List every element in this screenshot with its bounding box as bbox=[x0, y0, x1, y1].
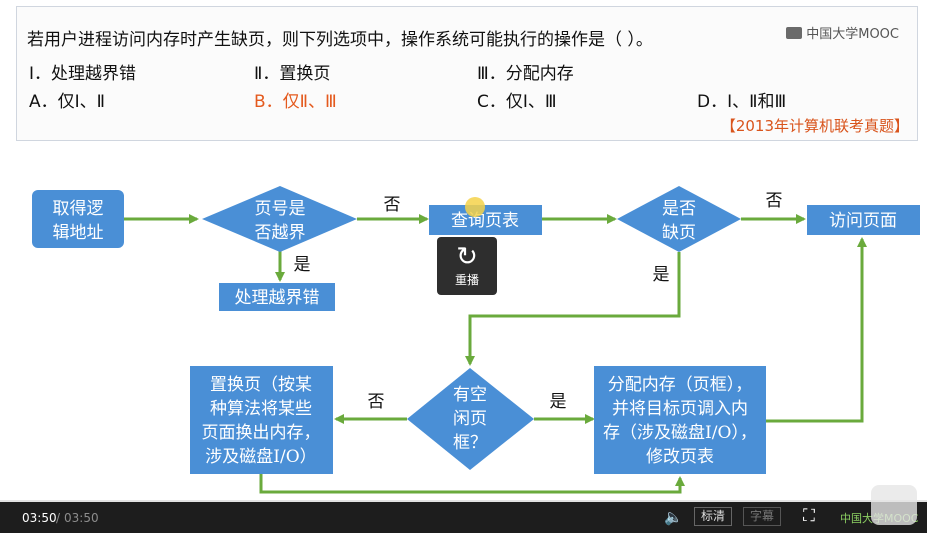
duration: 03:50 bbox=[64, 511, 99, 525]
node-allocate-memory bbox=[594, 366, 766, 474]
question-source: 【2013年计算机联考真题】 bbox=[720, 117, 909, 135]
node-allocate-memory-line2: 并将目标页调入内 bbox=[612, 399, 748, 419]
arrow-replace-to-allocate bbox=[259, 474, 685, 494]
play-overlay-icon[interactable] bbox=[871, 485, 917, 525]
flow-arrows bbox=[124, 214, 867, 494]
subtitle-button[interactable]: 字幕 bbox=[743, 507, 782, 526]
player-controls: 03:50 / 03:50 🔈 标清 字幕 ⛶ 中国大学MOOC bbox=[0, 500, 927, 533]
node-page-bounds-line1: 页号是 bbox=[255, 199, 306, 219]
time-separator: / bbox=[56, 511, 61, 525]
question-panel: 若用户进程访问内存时产生缺页，则下列选项中，操作系统可能执行的操作是（ ）。 Ⅰ… bbox=[16, 6, 918, 141]
option-b: B．仅Ⅱ、Ⅲ bbox=[254, 92, 337, 112]
node-allocate-memory-line1: 分配内存（页框）， bbox=[608, 375, 753, 395]
volume-icon[interactable]: 🔈 bbox=[664, 508, 683, 526]
option-d: D．Ⅰ、Ⅱ和Ⅲ bbox=[697, 92, 787, 112]
node-replace-page-line3: 页面换出内存， bbox=[202, 423, 321, 443]
node-page-bounds bbox=[202, 186, 357, 252]
node-get-address-line2: 辑地址 bbox=[53, 223, 104, 243]
node-page-fault-line2: 缺页 bbox=[662, 223, 696, 243]
node-page-bounds-line2: 否越界 bbox=[255, 223, 306, 243]
statement-1: Ⅰ．处理越界错 bbox=[29, 64, 137, 84]
node-allocate-memory-line3: 存（涉及磁盘I/O）， bbox=[603, 423, 757, 443]
node-access-page bbox=[807, 205, 920, 235]
replay-label: 重播 bbox=[454, 273, 479, 287]
quality-button[interactable]: 标清 bbox=[694, 507, 733, 526]
node-replace-page-line2: 种算法将某些 bbox=[210, 399, 312, 419]
label-free-frame-yes: 是 bbox=[550, 392, 567, 412]
node-replace-page bbox=[190, 366, 333, 474]
flowchart-area: 取得逻 辑地址 页号是 否越界 处理越界错 查询页表 是否 缺页 访问页面 有空… bbox=[0, 150, 927, 500]
arrow-allocate-to-access bbox=[766, 237, 867, 423]
label-fault-no: 否 bbox=[766, 191, 783, 211]
node-free-frame bbox=[407, 368, 534, 470]
statement-3: Ⅲ．分配内存 bbox=[477, 64, 574, 84]
option-c: C．仅Ⅰ、Ⅲ bbox=[477, 92, 557, 112]
mooc-logo: 中国大学MOOC bbox=[786, 23, 899, 42]
flowchart: 取得逻 辑地址 页号是 否越界 处理越界错 查询页表 是否 缺页 访问页面 有空… bbox=[32, 186, 920, 494]
node-allocate-memory-line4: 修改页表 bbox=[646, 447, 714, 467]
node-replace-page-line4: 涉及磁盘I/O） bbox=[205, 447, 316, 467]
fullscreen-icon[interactable]: ⛶ bbox=[803, 506, 815, 526]
node-free-frame-line2: 闲页 bbox=[453, 409, 487, 429]
node-lookup-page-table-text: 查询页表 bbox=[451, 211, 519, 231]
node-handle-error-text: 处理越界错 bbox=[235, 288, 320, 308]
option-a: A．仅Ⅰ、Ⅱ bbox=[29, 92, 106, 112]
node-access-page-text: 访问页面 bbox=[829, 211, 897, 231]
node-free-frame-line3: 框？ bbox=[453, 433, 487, 453]
current-time: 03:50 bbox=[22, 511, 57, 525]
node-page-fault bbox=[617, 186, 741, 252]
arrow-fault-to-free-frame bbox=[465, 252, 681, 366]
node-replace-page-line1: 置换页（按某 bbox=[210, 375, 312, 395]
label-fault-yes: 是 bbox=[653, 265, 670, 285]
node-get-address bbox=[32, 190, 124, 248]
mooc-logo-icon bbox=[786, 26, 803, 39]
label-bounds-no: 否 bbox=[384, 195, 401, 215]
node-free-frame-line1: 有空 bbox=[453, 385, 487, 405]
label-free-frame-no: 否 bbox=[368, 392, 385, 412]
replay-icon: ↻ bbox=[456, 242, 478, 272]
statement-2: Ⅱ．置换页 bbox=[254, 64, 331, 84]
question-stem: 若用户进程访问内存时产生缺页，则下列选项中，操作系统可能执行的操作是（ ）。 bbox=[27, 30, 653, 50]
node-page-fault-line1: 是否 bbox=[662, 199, 696, 219]
cursor-highlight bbox=[465, 197, 485, 217]
progress-bar[interactable] bbox=[0, 500, 927, 502]
node-handle-error bbox=[219, 283, 335, 311]
node-lookup-page-table bbox=[429, 205, 542, 235]
label-bounds-yes: 是 bbox=[294, 255, 311, 275]
node-get-address-line1: 取得逻 bbox=[53, 199, 104, 219]
mooc-logo-text: 中国大学MOOC bbox=[806, 27, 899, 42]
replay-button[interactable]: ↻ 重播 bbox=[437, 237, 497, 295]
